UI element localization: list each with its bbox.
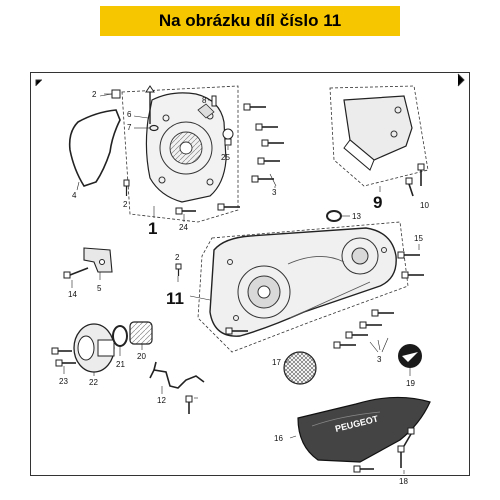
label-22: 22 — [89, 378, 98, 387]
label-18: 18 — [399, 477, 408, 486]
label-16: 16 — [274, 434, 283, 443]
label-15: 15 — [414, 234, 423, 243]
part-5-bracket — [83, 247, 113, 273]
part-6-dipstick — [145, 85, 155, 124]
part-11-transmission-cover — [209, 227, 397, 337]
part-4-gasket — [68, 109, 121, 187]
label-10: 10 — [420, 201, 429, 210]
banner-text: Na obrázku díl číslo 11 — [158, 11, 342, 30]
label-1: 1 — [148, 219, 157, 238]
part-15-bolts — [397, 251, 424, 279]
group-outline-9 — [329, 85, 429, 187]
label-4: 4 — [72, 191, 77, 200]
part-3-bolts-upper — [217, 103, 284, 211]
part-13-seal — [326, 210, 350, 222]
label-7: 7 — [127, 123, 132, 132]
label-3-upper: 3 — [272, 188, 277, 197]
part-25-plug — [222, 128, 234, 146]
part-18-bolts — [353, 427, 415, 473]
label-24: 24 — [179, 223, 188, 232]
label-14: 14 — [68, 290, 77, 299]
label-9: 9 — [373, 193, 382, 212]
part-1-bolt-lower — [185, 395, 193, 414]
part-2-bolt-left — [123, 179, 130, 196]
part-21-oring — [112, 325, 128, 347]
part-9-cover — [343, 95, 413, 171]
label-8: 8 — [202, 96, 207, 105]
label-23: 23 — [59, 377, 68, 386]
part-2-bolt-middle — [175, 263, 182, 276]
label-13: 13 — [352, 212, 361, 221]
part-22-filter-cover — [73, 323, 115, 373]
diagram-frame — [30, 72, 470, 476]
label-17: 17 — [272, 358, 281, 367]
part-19-emblem — [398, 344, 422, 368]
label-20: 20 — [137, 352, 146, 361]
part-10-bolts — [405, 163, 425, 197]
part-14-bolt — [63, 267, 89, 279]
part-12-pipe — [149, 361, 205, 389]
group-outline-11 — [197, 221, 409, 353]
group-outline-1 — [121, 85, 239, 223]
part-16-panel: PEUGEOT — [297, 396, 431, 463]
label-19: 19 — [406, 379, 415, 388]
part-17-grille — [283, 351, 317, 385]
corner-marks — [35, 73, 465, 87]
part-8-pin — [211, 95, 217, 107]
part-20-filter — [129, 321, 153, 345]
label-2-left: 2 — [123, 200, 128, 209]
part-24-bolt — [175, 207, 196, 215]
label-3-lower: 3 — [377, 355, 382, 364]
label-5: 5 — [97, 284, 102, 293]
label-6: 6 — [127, 110, 132, 119]
label-21: 21 — [116, 360, 125, 369]
part-23-bolts — [51, 347, 76, 367]
label-2-middle: 2 — [175, 253, 180, 262]
leader-lines — [63, 93, 411, 474]
label-25: 25 — [221, 153, 230, 162]
title-banner: Na obrázku díl číslo 11 — [100, 6, 400, 36]
part-3-bolts-lower — [225, 309, 394, 349]
label-12: 12 — [157, 396, 166, 405]
part-1-cover — [145, 92, 227, 203]
label-11: 11 — [166, 289, 184, 308]
part-labels: 2 6 7 8 25 4 2 1 24 3 9 10 13 15 2 11 5 … — [59, 90, 429, 486]
label-2-top: 2 — [92, 90, 97, 99]
